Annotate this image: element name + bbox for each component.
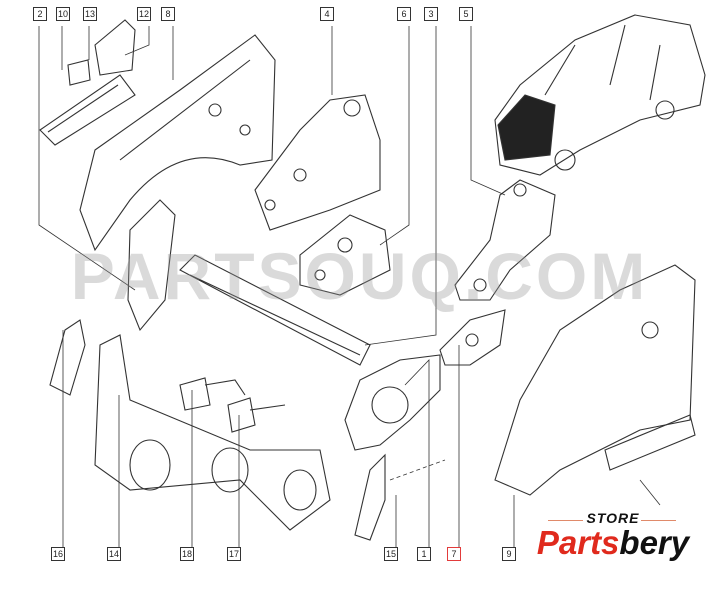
callout-7-selected[interactable]: 7 — [447, 547, 461, 561]
part-5 — [454, 179, 556, 301]
callout-14[interactable]: 14 — [107, 547, 121, 561]
callout-10[interactable]: 10 — [56, 7, 70, 21]
part-13 — [67, 59, 91, 86]
callout-18[interactable]: 18 — [180, 547, 194, 561]
callout-1[interactable]: 1 — [417, 547, 431, 561]
logo-brand-black: bery — [619, 524, 690, 561]
part-12 — [94, 19, 136, 76]
leader-lines — [38, 26, 661, 551]
partsbery-logo: STORE Partsbery — [528, 510, 698, 560]
part-8 — [79, 34, 276, 252]
part-1 — [344, 354, 441, 451]
callout-6[interactable]: 6 — [397, 7, 411, 21]
part-10 — [39, 74, 136, 146]
part-14 — [94, 334, 331, 531]
callout-16[interactable]: 16 — [51, 547, 65, 561]
logo-brand: Partsbery — [528, 526, 698, 560]
part-9 — [494, 264, 696, 496]
callout-15[interactable]: 15 — [384, 547, 398, 561]
part-2 — [127, 199, 176, 332]
van-illustration — [494, 14, 706, 176]
callout-9[interactable]: 9 — [502, 547, 516, 561]
part-7 — [439, 309, 506, 366]
part-4 — [254, 94, 381, 231]
callout-8[interactable]: 8 — [161, 7, 175, 21]
callout-5[interactable]: 5 — [459, 7, 473, 21]
logo-store-text: STORE — [586, 510, 640, 526]
callout-4[interactable]: 4 — [320, 7, 334, 21]
part-18 — [179, 377, 246, 411]
part-3 — [179, 254, 371, 366]
part-16 — [49, 319, 86, 396]
logo-brand-red: Parts — [536, 524, 620, 561]
callout-2[interactable]: 2 — [33, 7, 47, 21]
part-17 — [227, 397, 286, 433]
callout-3[interactable]: 3 — [424, 7, 438, 21]
part-6 — [299, 214, 391, 296]
part-15 — [354, 453, 386, 541]
watermark: PARTSOUQ.COM — [70, 239, 649, 313]
callout-13[interactable]: 13 — [83, 7, 97, 21]
callout-17[interactable]: 17 — [227, 547, 241, 561]
callout-12[interactable]: 12 — [137, 7, 151, 21]
